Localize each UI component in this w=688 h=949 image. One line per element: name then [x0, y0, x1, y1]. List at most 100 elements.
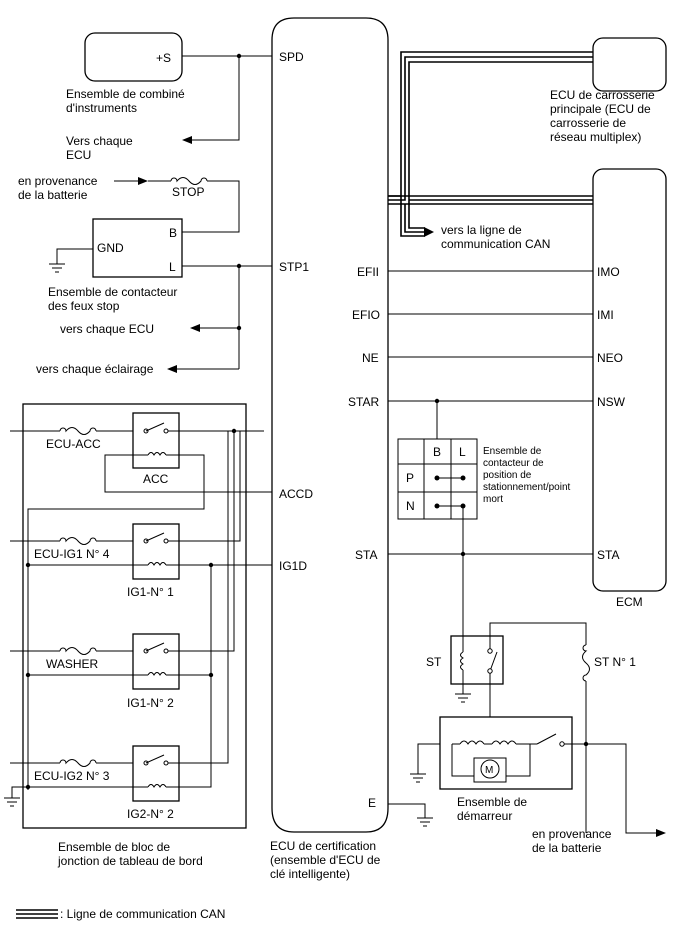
- junction-block-label-2: jonction de tableau de bord: [57, 854, 203, 868]
- stop-switch-b: B: [169, 226, 177, 240]
- jb-ig1-relay: IG1-N° 1: [127, 585, 174, 599]
- to-each-ecu-top-1: Vers chaque: [66, 134, 133, 148]
- st-relay-box: [450, 635, 504, 685]
- ecm-neo: NEO: [597, 351, 623, 365]
- ground-icon: [49, 263, 65, 273]
- can-legend-icon: [16, 909, 58, 919]
- relay-switch-icon: [487, 648, 498, 674]
- pn-label-4: stationnement/point: [483, 482, 571, 493]
- relay-coil-icon: [147, 452, 167, 456]
- cert-ecu-sta: STA: [355, 548, 377, 562]
- ground-icon: [4, 797, 20, 807]
- stop-fuse-icon: [170, 177, 208, 185]
- ecm-imo: IMO: [597, 265, 620, 279]
- acc-relay-box: [132, 412, 180, 469]
- relay-coil-icon: [147, 562, 167, 566]
- pn-row-p: P: [406, 471, 414, 485]
- fuse-icon: [59, 427, 97, 435]
- can-line-label-2: communication CAN: [441, 237, 550, 251]
- ig2-relay-box: [132, 745, 180, 802]
- ecm-nsw: NSW: [597, 395, 626, 409]
- stop-switch-l: L: [169, 260, 176, 274]
- relay-coil-icon: [147, 672, 167, 676]
- jb-acc-relay: ACC: [143, 472, 169, 486]
- st-fuse-icon: [582, 644, 590, 682]
- stop-switch-label-2: des feux stop: [48, 299, 120, 313]
- ground-icon: [455, 693, 471, 703]
- relay-switch-icon: [145, 754, 165, 764]
- cert-ecu-stp1: STP1: [279, 260, 309, 274]
- st-relay-label: ST: [426, 655, 442, 669]
- combination-meter-box: [84, 32, 183, 82]
- cert-ecu-spd: SPD: [279, 50, 304, 64]
- cert-ecu-ne: NE: [362, 351, 379, 365]
- starter-switch-icon: [536, 733, 557, 745]
- jb-washer-fuse: WASHER: [46, 657, 99, 671]
- can-bus-lines: [388, 51, 593, 237]
- cert-ecu-efii: EFII: [357, 265, 379, 279]
- e-ground-wire: [388, 803, 426, 818]
- certification-ecu-box: [271, 17, 389, 833]
- to-each-light: vers chaque éclairage: [36, 362, 154, 376]
- battery-bottom-label-2: de la batterie: [532, 841, 602, 855]
- relay-switch-icon: [145, 532, 165, 542]
- ecm-label: ECM: [616, 595, 643, 609]
- ecm-box: [592, 168, 667, 592]
- st-fuse-label: ST N° 1: [594, 655, 636, 669]
- combination-meter-label-1: Ensemble de combiné: [66, 87, 185, 101]
- stop-switch-label-1: Ensemble de contacteur: [48, 285, 177, 299]
- relay-coil-icon: [460, 651, 464, 671]
- pn-label-3: position de: [483, 470, 532, 481]
- pn-label-5: mort: [483, 494, 503, 505]
- legend-label: : Ligne de communication CAN: [60, 907, 225, 921]
- stop-switch-gnd: GND: [97, 241, 124, 255]
- meter-terminal-s: +S: [156, 51, 171, 65]
- stop-light-switch-box: [92, 218, 183, 278]
- main-body-ecu-box: [592, 37, 667, 92]
- starter-label-2: démarreur: [457, 809, 512, 823]
- jb-ig1-2-relay: IG1-N° 2: [127, 696, 174, 710]
- junction-block-label-1: Ensemble de bloc de: [58, 840, 170, 854]
- stop-fuse-label: STOP: [172, 185, 204, 199]
- arrow-icon: [424, 227, 434, 237]
- cert-ecu-label-3: clé intelligente): [270, 867, 350, 881]
- cert-ecu-star: STAR: [348, 395, 379, 409]
- combination-meter-label-2: d'instruments: [66, 101, 137, 115]
- fuse-icon: [59, 647, 97, 655]
- fuse-icon: [59, 759, 97, 767]
- battery-bottom-label-1: en provenance: [532, 827, 612, 841]
- to-each-ecu-wire: [190, 56, 240, 141]
- battery-top-label-2: de la batterie: [18, 188, 88, 202]
- arrow-icon: [190, 324, 200, 332]
- jb-acc-fuse: ECU-ACC: [46, 437, 101, 451]
- stop-to-b-wire: [182, 180, 240, 233]
- ig1-relay-box: [132, 523, 180, 580]
- cert-ecu-label-1: ECU de certification: [270, 839, 376, 853]
- to-each-ecu-top-2: ECU: [66, 148, 91, 162]
- starter-label-1: Ensemble de: [457, 795, 527, 809]
- cert-ecu-ig1d: IG1D: [279, 559, 307, 573]
- arrow-icon: [656, 829, 666, 837]
- cert-ecu-accd: ACCD: [279, 487, 313, 501]
- relay-coil-icon: [147, 784, 167, 788]
- battery-top-label-1: en provenance: [18, 174, 98, 188]
- cert-ecu-efio: EFIO: [352, 308, 380, 322]
- motor-icon: [480, 759, 500, 779]
- gnd-wire: [56, 248, 93, 264]
- ig1-2-relay-box: [132, 633, 180, 690]
- main-body-ecu-label-1: ECU de carrosserie: [550, 88, 655, 102]
- pn-label-2: contacteur de: [483, 458, 544, 469]
- arrow-icon: [167, 365, 177, 373]
- jb-ig1-fuse: ECU-IG1 N° 4: [34, 547, 110, 561]
- jb-ig2-relay: IG2-N° 2: [127, 807, 174, 821]
- pn-contact-icon: [434, 475, 466, 509]
- starter-coil-icon: [459, 740, 485, 745]
- arrow-icon: [182, 136, 192, 144]
- relay-switch-icon: [145, 642, 165, 652]
- main-body-ecu-label-2: principale (ECU de: [550, 102, 651, 116]
- to-each-ecu-mid: vers chaque ECU: [60, 322, 154, 336]
- starter-motor-label: M: [485, 765, 493, 776]
- cert-ecu-label-2: (ensemble d'ECU de: [270, 853, 381, 867]
- ecm-imi: IMI: [597, 308, 614, 322]
